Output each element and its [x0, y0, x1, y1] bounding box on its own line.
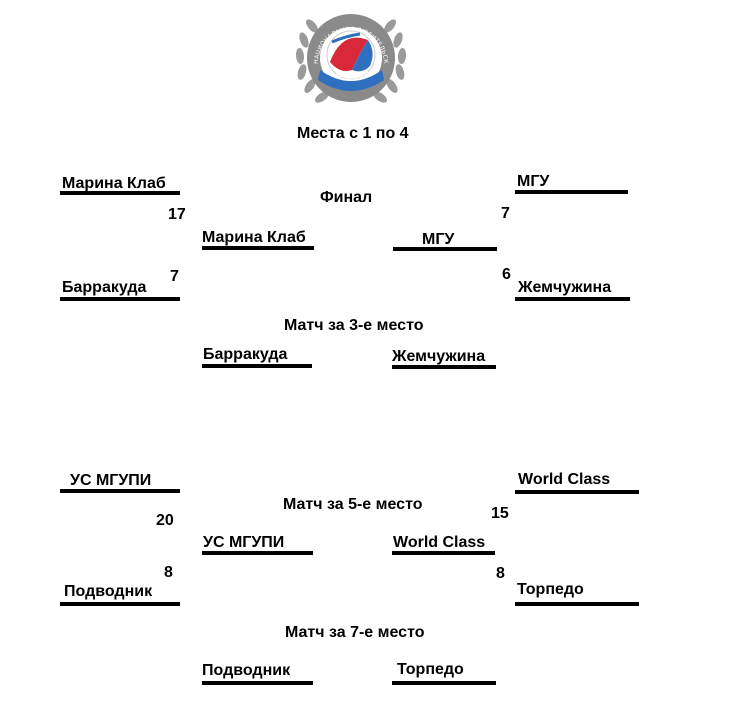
bracket-line [515, 490, 639, 494]
team-barracuda: Барракуда [62, 279, 147, 296]
score-us-mgupi: 20 [156, 512, 174, 529]
bracket-line [202, 551, 313, 555]
third-place-label: Матч за 3-е место [284, 317, 424, 334]
final-team-right: МГУ [422, 231, 455, 248]
fifth-team-right: World Class [393, 534, 486, 551]
seventh-team-right: Торпедо [397, 661, 464, 678]
bracket-line [60, 489, 180, 493]
score-torpedo: 8 [496, 565, 505, 582]
team-torpedo: Торпедо [517, 581, 584, 598]
score-podvodnik: 8 [164, 564, 173, 581]
bracket-line [392, 551, 495, 555]
score-marina-club: 17 [168, 206, 186, 223]
team-marina-club: Марина Клаб [62, 175, 166, 192]
team-zhemchuzhina: Жемчужина [518, 279, 612, 296]
score-barracuda: 7 [170, 268, 179, 285]
bracket-line [393, 247, 497, 251]
bracket-line [515, 190, 628, 194]
third-team-left: Барракуда [203, 346, 288, 363]
seventh-team-left: Подводник [202, 662, 291, 679]
fifth-place-label: Матч за 5-е место [283, 496, 423, 513]
third-team-right: Жемчужина [392, 348, 486, 365]
score-zhemchuzhina: 6 [502, 266, 511, 283]
bracket-line [60, 191, 180, 195]
bracket-line [60, 297, 180, 301]
team-world-class: World Class [518, 471, 611, 488]
bracket-line [515, 297, 630, 301]
bracket-title-1-4: Места с 1 по 4 [297, 125, 409, 142]
final-team-left: Марина Клаб [202, 229, 306, 246]
fifth-team-left: УС МГУПИ [203, 534, 285, 551]
final-label: Финал [320, 189, 373, 206]
score-world-class: 15 [491, 505, 509, 522]
team-podvodnik: Подводник [64, 583, 153, 600]
bracket-line [202, 681, 313, 685]
bracket-line [60, 602, 180, 606]
bracket-line [515, 602, 639, 606]
team-us-mgupi: УС МГУПИ [70, 472, 152, 489]
team-mgu: МГУ [517, 173, 550, 190]
bracket-line [202, 246, 314, 250]
seventh-place-label: Матч за 7-е место [285, 624, 425, 641]
bracket-line [202, 364, 312, 368]
score-mgu: 7 [501, 205, 510, 222]
league-logo: НАЦИОНАЛЬНАЯ ЛЮБИТЕЛЬСКАЯ ЛИГА ВОДНОГО П… [290, 0, 407, 103]
laurel-icon [295, 19, 407, 103]
bracket-line [392, 681, 496, 685]
bracket-line [392, 365, 496, 369]
water-polo-ball-icon [326, 30, 376, 80]
